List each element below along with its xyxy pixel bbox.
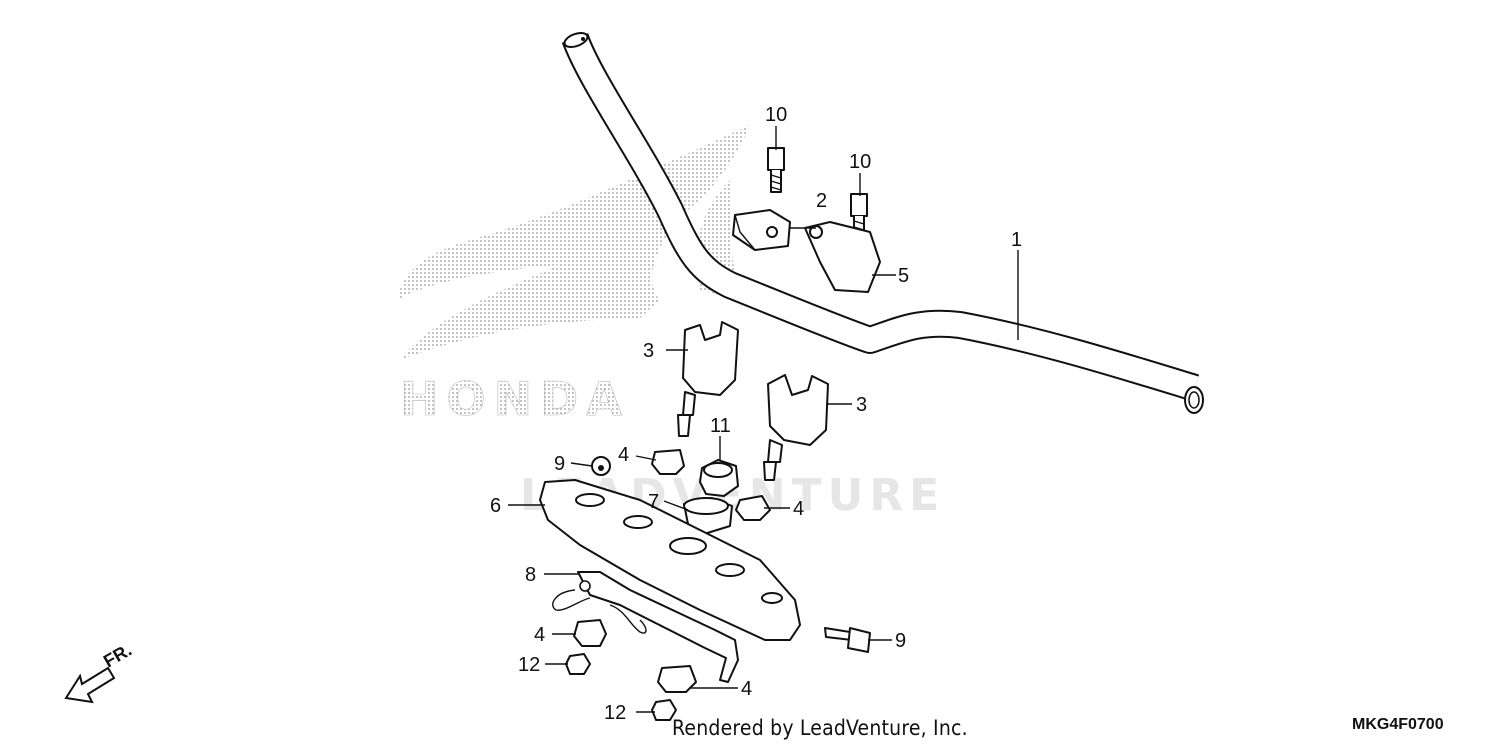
callout-8: 8 [525,564,536,586]
front-direction-arrow-icon: FR. [64,640,135,704]
leader-lines [508,126,1019,713]
callout-10-left: 10 [765,104,787,126]
front-direction-label: FR. [100,640,135,672]
upper-holder-2[interactable] [732,209,791,251]
cushion-4-upper-right[interactable] [735,495,771,521]
callout-7: 7 [648,491,659,513]
cushion-4-lower-left[interactable] [573,619,607,647]
cushion-4-lower-right[interactable] [657,665,697,693]
upper-holder-5[interactable] [804,221,881,293]
callout-4-lower-left: 4 [534,624,545,646]
callout-12-bottom: 12 [604,702,626,724]
honda-watermark-text: HONDA [400,372,630,426]
render-credit: Rendered by LeadVenture, Inc. [672,716,968,740]
nut-9-upper[interactable] [591,456,611,476]
callout-3-right: 3 [856,394,867,416]
callout-9-upper: 9 [554,453,565,475]
handlebar-holder-3-left[interactable] [677,321,739,437]
callouts: 1 10 10 2 5 3 3 11 4 9 7 4 6 8 4 9 12 4 … [490,104,1022,724]
callout-2: 2 [816,190,827,212]
callout-11: 11 [710,415,731,437]
collar-7[interactable] [683,497,733,535]
callout-6: 6 [490,495,501,517]
bolt-9-lower[interactable] [824,627,871,653]
handlebar[interactable] [561,30,1204,414]
bracket-8[interactable] [552,571,739,683]
diagram-code: MKG4F0700 [1352,716,1444,733]
nut-12-left[interactable] [565,653,591,675]
nut-12-bottom[interactable] [651,699,677,721]
callout-5: 5 [898,265,909,287]
callout-4-upper-left: 4 [618,444,629,466]
lower-holder-6[interactable] [539,479,801,641]
callout-3-left: 3 [643,340,654,362]
callout-12-left: 12 [518,654,540,676]
callout-4-upper-right: 4 [793,498,804,520]
bolt-10-left[interactable] [767,147,785,193]
cushion-4-upper-left[interactable] [651,449,685,475]
callout-9-lower: 9 [895,630,906,652]
nut-11[interactable] [699,459,739,497]
callout-10-right: 10 [849,151,871,173]
callout-1: 1 [1011,229,1022,251]
handlebar-holder-3-right[interactable] [763,374,829,481]
callout-4-lower-right: 4 [741,678,752,700]
